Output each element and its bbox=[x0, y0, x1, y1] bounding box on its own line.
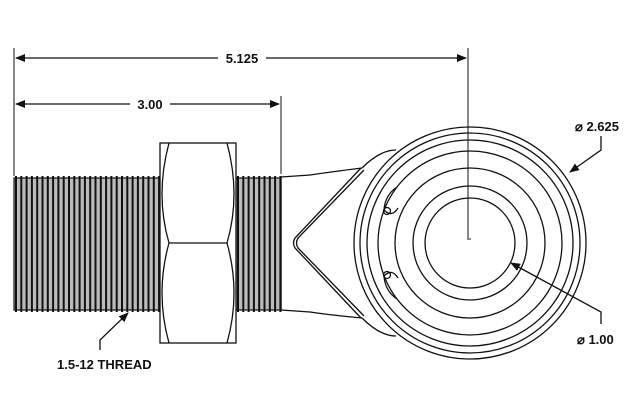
threaded-shank bbox=[13, 176, 282, 312]
bore-diameter-label: ⌀ 1.00 bbox=[577, 332, 614, 347]
overall-length-label: 5.125 bbox=[226, 51, 259, 66]
thread-callout: 1.5-12 THREAD bbox=[57, 312, 152, 372]
thread-length-label: 3.00 bbox=[137, 97, 162, 112]
outer-diameter-callout: ⌀ 2.625 bbox=[569, 119, 619, 173]
overall-length-dimension: 5.125 bbox=[15, 51, 467, 66]
extension-lines bbox=[13, 48, 469, 240]
rod-end-eye bbox=[353, 126, 587, 360]
thread-length-dimension: 3.00 bbox=[15, 97, 280, 112]
bore-diameter-callout: ⌀ 1.00 bbox=[510, 262, 614, 347]
jam-nut bbox=[159, 142, 237, 344]
bore bbox=[424, 197, 516, 289]
outer-diameter-label: ⌀ 2.625 bbox=[575, 119, 619, 134]
rod-end-body bbox=[280, 149, 397, 337]
thread-spec-label: 1.5-12 THREAD bbox=[57, 357, 152, 372]
